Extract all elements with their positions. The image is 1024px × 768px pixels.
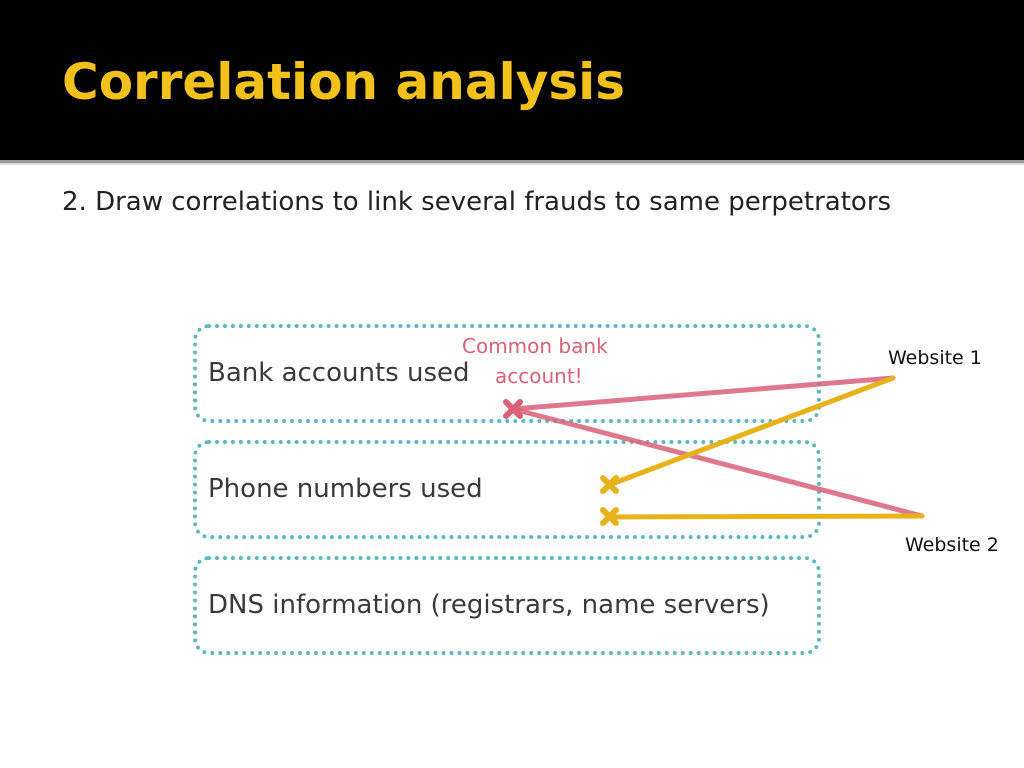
- title-bar: Correlation analysis: [0, 0, 1024, 160]
- title-divider-highlight: [0, 163, 1024, 165]
- slide-subtitle: 2. Draw correlations to link several fra…: [62, 187, 892, 217]
- link-website2-bank: [510, 406, 925, 519]
- bank-accounts-box: [193, 324, 821, 423]
- link-website2-phone: [606, 513, 925, 520]
- slide-title: Correlation analysis: [62, 53, 626, 111]
- website-2-label: Website 2: [905, 534, 999, 556]
- phone-numbers-label: Phone numbers used: [208, 474, 483, 504]
- dns-information-box: [193, 556, 821, 655]
- bank-account-marker-icon: [503, 399, 523, 419]
- link-website1-bank: [510, 375, 896, 412]
- bank-accounts-label: Bank accounts used: [208, 358, 470, 388]
- common-bank-annotation-line1: Common bank: [462, 334, 608, 358]
- link-website1-phone: [606, 375, 896, 488]
- phone-number-marker-2-icon: [600, 507, 619, 526]
- dns-information-label: DNS information (registrars, name server…: [208, 590, 770, 620]
- website-1-label: Website 1: [888, 347, 982, 369]
- common-bank-annotation-line2: account!: [495, 364, 583, 388]
- phone-number-marker-1-icon: [600, 475, 619, 494]
- title-divider: [0, 160, 1024, 163]
